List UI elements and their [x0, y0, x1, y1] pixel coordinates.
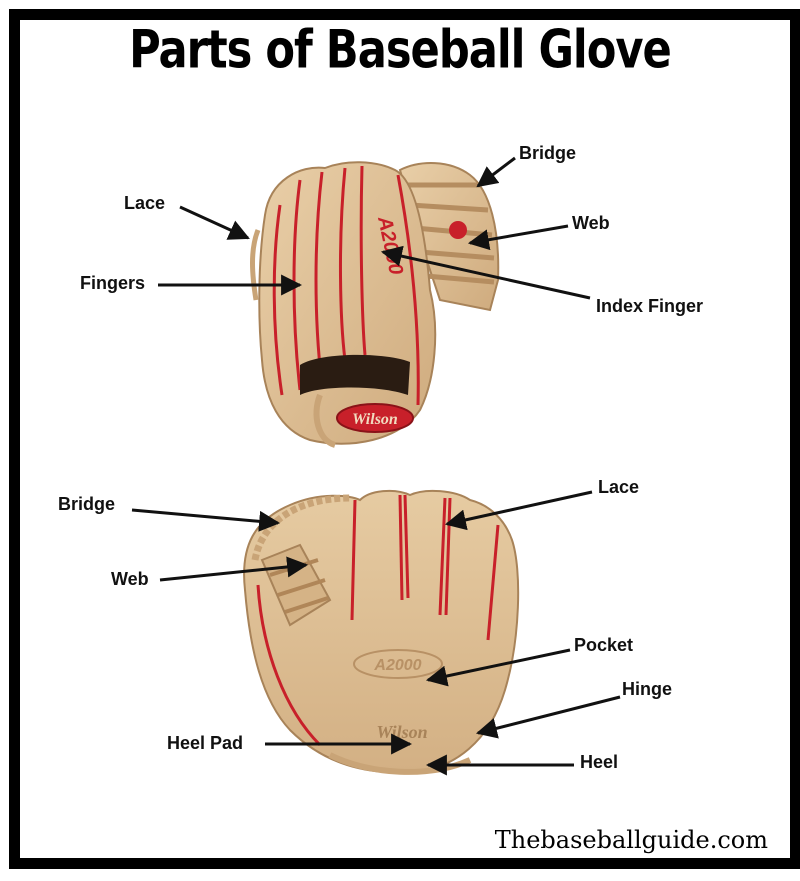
label-palm-web: Web: [111, 569, 149, 589]
label-back-web: Web: [572, 213, 610, 233]
palm-model-stamp: A2000: [373, 657, 421, 674]
arrow-back-index-finger: [380, 245, 591, 300]
label-palm-bridge: Bridge: [58, 494, 116, 514]
label-palm-pocket: Pocket: [574, 635, 634, 655]
palm-brand-stamp: Wilson: [376, 722, 427, 742]
arrow-palm-lace: [444, 490, 593, 531]
label-back-index-finger: Index Finger: [596, 296, 704, 316]
back-brand-stamp: Wilson: [352, 411, 398, 428]
diagram-title: Parts of Baseball Glove: [129, 19, 672, 81]
label-palm-lace: Lace: [598, 477, 640, 497]
arrow-back-lace: [179, 205, 250, 240]
label-back-fingers: Fingers: [80, 273, 146, 293]
arrow-back-bridge: [476, 156, 516, 188]
label-palm-heel: Heel: [580, 752, 619, 772]
arrow-back-web: [467, 224, 569, 251]
source-footer: Thebaseballguide.com: [494, 826, 768, 854]
arrow-palm-bridge: [131, 508, 281, 532]
arrow-palm-hinge: [475, 695, 621, 739]
glove-back-view: A2000 Wilson: [250, 161, 500, 448]
label-back-lace: Lace: [124, 193, 166, 213]
arrow-palm-pocket: [425, 648, 571, 687]
glove-palm-view: A2000 Wilson: [243, 489, 520, 775]
label-palm-hinge: Hinge: [622, 679, 673, 699]
label-palm-heel-pad: Heel Pad: [167, 733, 244, 753]
arrow-palm-web: [159, 556, 309, 582]
leader-lines: [131, 156, 621, 776]
label-back-bridge: Bridge: [519, 143, 577, 163]
